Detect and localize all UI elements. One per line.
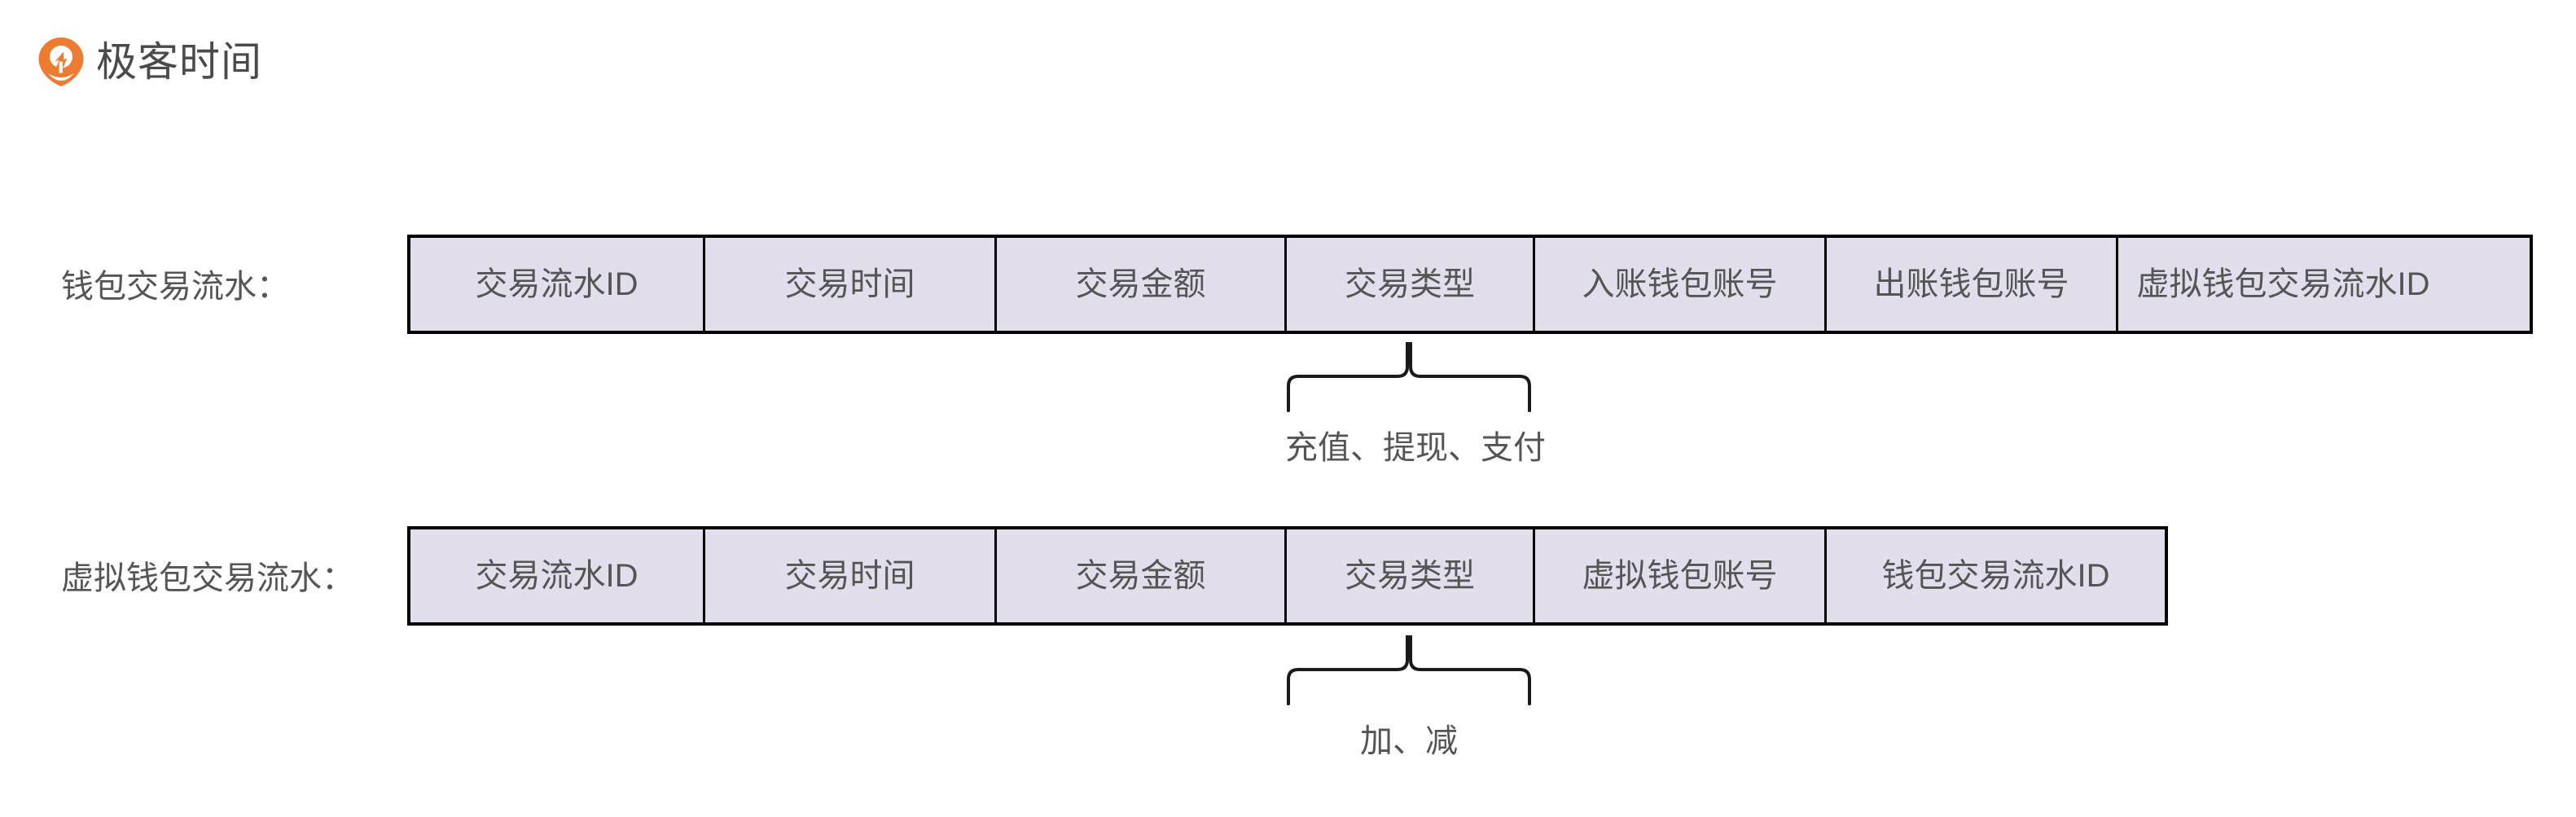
annotation-text: 充值、提现、支付 [1285, 430, 1546, 466]
virtual-wallet-transaction-record-label: 虚拟钱包交易流水： [61, 560, 354, 596]
brand-name: 极客时间 [96, 39, 262, 85]
annotation-text: 加、减 [1360, 723, 1458, 759]
wallet-transaction-record-table: 交易流水ID 交易时间 交易金额 交易类型 入账钱包账号 出账钱包账号 虚拟钱包… [407, 235, 2533, 334]
wallet-transaction-type-annotation: 充值、提现、支付 [1285, 340, 1546, 466]
curly-brace-icon [1287, 342, 1531, 412]
table-cell[interactable]: 虚拟钱包账号 [1535, 529, 1827, 622]
geektime-pin-icon [38, 37, 84, 86]
wallet-transaction-record-label: 钱包交易流水： [61, 269, 289, 305]
table-cell[interactable]: 交易金额 [997, 238, 1287, 331]
table-cell[interactable]: 交易时间 [705, 529, 997, 622]
curly-brace-icon [1287, 635, 1531, 705]
table-cell[interactable]: 交易流水ID [410, 238, 705, 331]
brand-logo: 极客时间 [37, 34, 262, 90]
table-cell[interactable]: 出账钱包账号 [1827, 238, 2118, 331]
virtual-wallet-transaction-record-table: 交易流水ID 交易时间 交易金额 交易类型 虚拟钱包账号 钱包交易流水ID [407, 526, 2168, 626]
table-cell-transaction-type[interactable]: 交易类型 [1287, 529, 1535, 622]
table-cell[interactable]: 钱包交易流水ID [1827, 529, 2165, 622]
table-cell[interactable]: 交易时间 [705, 238, 997, 331]
table-cell-transaction-type[interactable]: 交易类型 [1287, 238, 1535, 331]
table-cell[interactable]: 虚拟钱包交易流水ID [2118, 238, 2448, 331]
table-cell[interactable]: 交易金额 [997, 529, 1287, 622]
virtual-wallet-transaction-type-annotation: 加、减 [1285, 634, 1533, 759]
table-cell[interactable]: 入账钱包账号 [1535, 238, 1827, 331]
table-cell[interactable]: 交易流水ID [410, 529, 705, 622]
